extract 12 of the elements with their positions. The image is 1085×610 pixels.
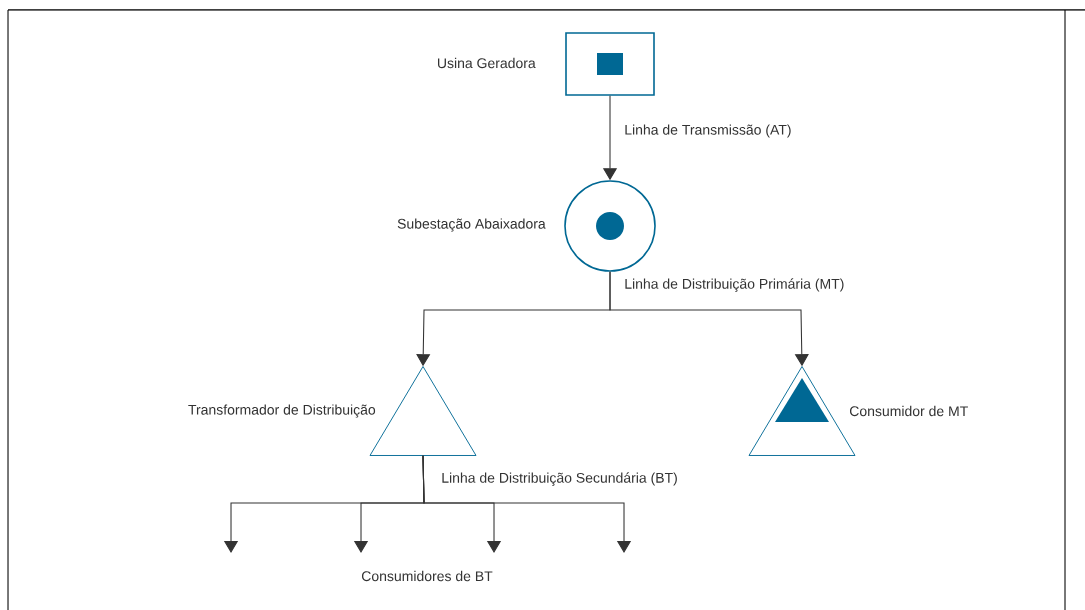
node-label: Subestação Abaixadora [397,218,546,232]
group-label: Consumidores de BT [361,570,493,582]
edge-label: Linha de Distribuição Secundária (BT) [442,472,677,486]
edge-label: Linha de Transmissão (AT) [625,124,791,138]
node-label: Transformador de Distribuição [188,404,376,418]
edge-label: Linha de Distribuição Primária (MT) [625,278,844,292]
power-plant-box: Usina Geradora [438,32,655,96]
consumer-triangle: Consumidor de MT [748,366,968,456]
arrow [422,455,632,553]
node-label: Usina Geradora [438,57,536,69]
transformer-triangle: Transformador de Distribuição [188,366,477,456]
node-label: Consumidor de MT [849,405,968,417]
